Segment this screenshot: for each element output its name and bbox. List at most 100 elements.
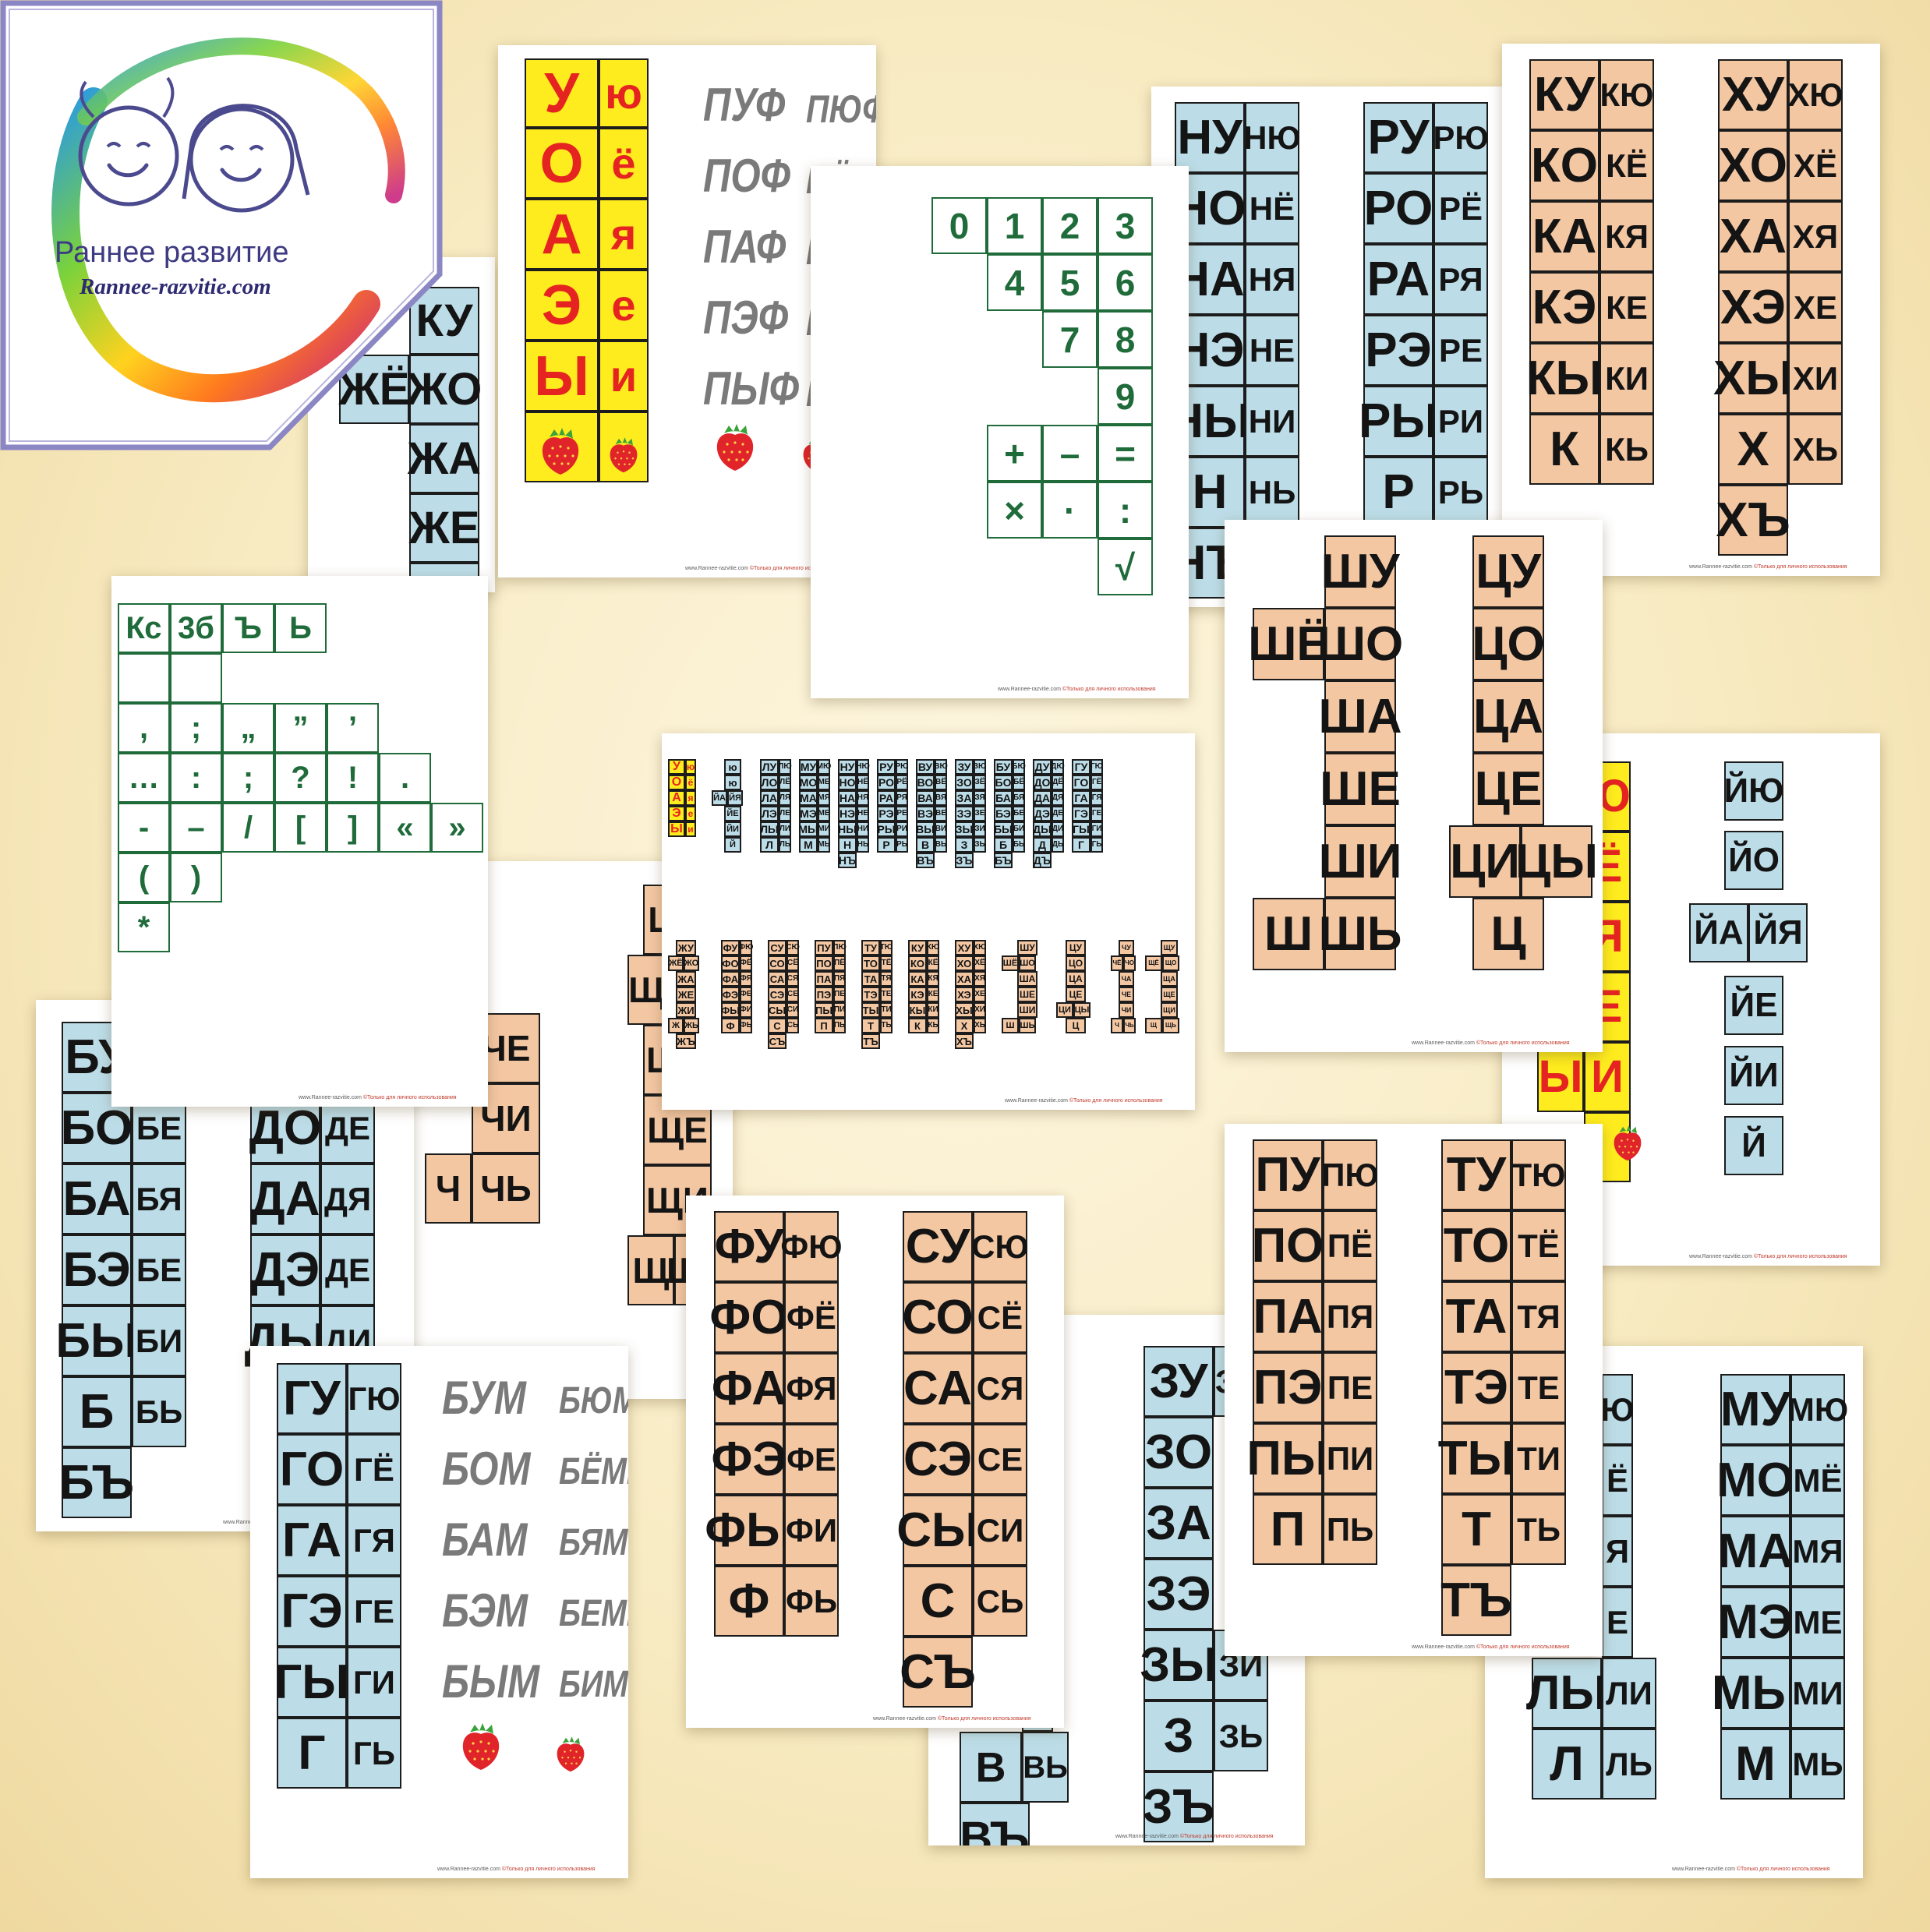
syllable-cell: ФЮ <box>739 940 753 955</box>
syllable-cell: РЫ <box>877 821 896 837</box>
syllable-cell: ЙА <box>712 790 727 806</box>
syllable-cell: ФИ <box>740 1002 752 1018</box>
syllable-cell: М <box>799 837 818 853</box>
syllable-cell: ГЯ <box>347 1505 401 1576</box>
syllable-cell: СЭ <box>768 987 786 1002</box>
syllable-cell: ХЭ <box>955 987 974 1002</box>
syllable-cell: ГЭ <box>277 1576 347 1647</box>
syllable-cell: ЖЕ <box>408 493 480 563</box>
syllable-cell: ПЯ <box>833 971 846 987</box>
syllable-cell: ЗЕ <box>974 806 986 821</box>
syllable-cell: ХЫ <box>1713 343 1793 414</box>
syllable-cell: ПЬ <box>1323 1494 1377 1565</box>
syllable-cell: ПЁ <box>833 955 846 971</box>
syllable-cell: ФЫ <box>721 1002 740 1018</box>
symbol-cell: . <box>379 753 431 803</box>
symbol-cell: + <box>987 425 1042 482</box>
syllable-cell: Э <box>525 270 599 341</box>
syllable-cell: МО <box>1716 1445 1794 1516</box>
brand-logo[interactable]: Раннее развитие Rannee-razvitie.com <box>0 0 443 450</box>
syllable-cell: И <box>1584 1042 1631 1112</box>
syllable-cell: ГЮ <box>1090 759 1103 775</box>
syllable-cell: ДЕ <box>320 1234 375 1305</box>
logo-url[interactable]: Rannee-razvitie.com <box>80 274 271 299</box>
syllable-cell: СУ <box>903 1211 973 1282</box>
syllable-cell: ПУ <box>815 940 833 955</box>
syllable-cell: ЧИ <box>472 1083 540 1153</box>
syllable-cell: ГО <box>277 1434 347 1505</box>
syllable-cell: Т <box>861 1018 880 1033</box>
syllable-cell: ЧУ <box>1119 940 1134 955</box>
syllable-cell: НЯ <box>857 790 869 806</box>
syllable-cell: ПА <box>1253 1281 1323 1352</box>
syllable-cell: ХЕ <box>974 987 986 1002</box>
sheet-footer: www.Rannee-razvitie.com ©Только для личн… <box>1672 1867 1830 1872</box>
syllable-cell: ФЭ <box>721 987 740 1002</box>
symbol-cell: ! <box>327 753 379 803</box>
symbol-cell: ’ <box>327 703 379 753</box>
syllable-cell: ЛЫ <box>1526 1658 1607 1729</box>
symbol-cell: 1 <box>987 197 1042 254</box>
sheet-footer: www.Rannee-razvitie.com ©Только для личн… <box>1689 1254 1847 1259</box>
syllable-cell: ТУ <box>861 940 880 955</box>
symbol-cell: – <box>170 803 222 853</box>
syllable-cell: НУ <box>1175 102 1245 173</box>
practice-word: БИМЬ <box>559 1664 628 1705</box>
syllable-cell: КЭ <box>1529 272 1599 343</box>
syllable-cell: ВЯ <box>935 790 947 806</box>
syllable-cell: ЖО <box>407 355 482 424</box>
syllable-cell: О <box>525 128 599 199</box>
syllable-cell: ГЮ <box>347 1363 401 1434</box>
syllable-cell: ё <box>599 128 649 199</box>
syllable-cell: я <box>685 790 696 806</box>
syllable-cell: КЁ <box>1599 130 1654 201</box>
syllable-cell: ЗО <box>1144 1417 1214 1488</box>
syllable-cell: ФЁ <box>784 1282 839 1353</box>
syllable-cell: ГЬ <box>1090 837 1103 853</box>
syllable-cell: НЬ <box>857 837 869 853</box>
syllable-cell: СО <box>768 955 786 971</box>
syllable-cell: Р <box>1363 457 1433 528</box>
syllable-cell: СЫ <box>768 1002 786 1018</box>
practice-word: БЭМ <box>442 1584 528 1637</box>
syllable-cell: ФЯ <box>740 971 752 987</box>
syllable-cell: РЫ <box>1359 386 1438 457</box>
syllable-cell: ДЕ <box>1052 806 1064 821</box>
syllable-cell: Г <box>1072 837 1090 853</box>
syllable-cell: СЁ <box>973 1282 1027 1353</box>
syllable-cell: Ч <box>425 1153 472 1224</box>
syllable-cell: ё <box>685 775 696 790</box>
syllable-cell: БЬ <box>132 1376 186 1447</box>
syllable-cell: ЙЕ <box>724 806 741 821</box>
syllable-cell: ТО <box>861 955 880 971</box>
practice-word: БАМ <box>442 1513 528 1566</box>
syllable-cell: ЧО <box>1123 955 1136 971</box>
syllable-cell: Л <box>1532 1729 1602 1800</box>
syllable-cell: ЩИ <box>1161 1002 1178 1018</box>
syllable-cell: В <box>916 837 935 853</box>
syllable-cell: ТЮ <box>1511 1139 1566 1210</box>
syllable-cell: ХЭ <box>1718 272 1788 343</box>
syllable-cell: ТЪ <box>861 1033 880 1049</box>
syllable-cell: ВЁ <box>935 775 947 790</box>
syllable-cell: КЮ <box>1599 59 1654 130</box>
sheet-footer: www.Rannee-razvitie.com ©Только для личн… <box>1412 1644 1570 1650</box>
syllable-cell: А <box>668 790 685 806</box>
syllable-cell: НЁ <box>1245 173 1299 244</box>
syllable-cell: ТЭ <box>1441 1352 1511 1423</box>
syllable-cell: МО <box>799 775 818 790</box>
syllable-cell: МЕ <box>818 806 830 821</box>
syllable-cell: ЙЯ <box>1748 903 1808 962</box>
syllable-cell: СЪ <box>768 1033 786 1049</box>
symbol-cell: √ <box>1098 539 1153 595</box>
syllable-cell: ФЯ <box>784 1353 839 1424</box>
syllable-cell: НА <box>838 790 857 806</box>
syllable-cell: Т <box>1441 1494 1511 1565</box>
syllable-cell: МЭ <box>1718 1587 1793 1658</box>
strawberry-icon <box>539 425 582 480</box>
syllable-cell: НУ <box>838 759 857 775</box>
syllable-cell: ПО <box>815 955 833 971</box>
syllable-cell: ЖУ <box>676 940 696 955</box>
syllable-cell: БЯ <box>1013 790 1025 806</box>
